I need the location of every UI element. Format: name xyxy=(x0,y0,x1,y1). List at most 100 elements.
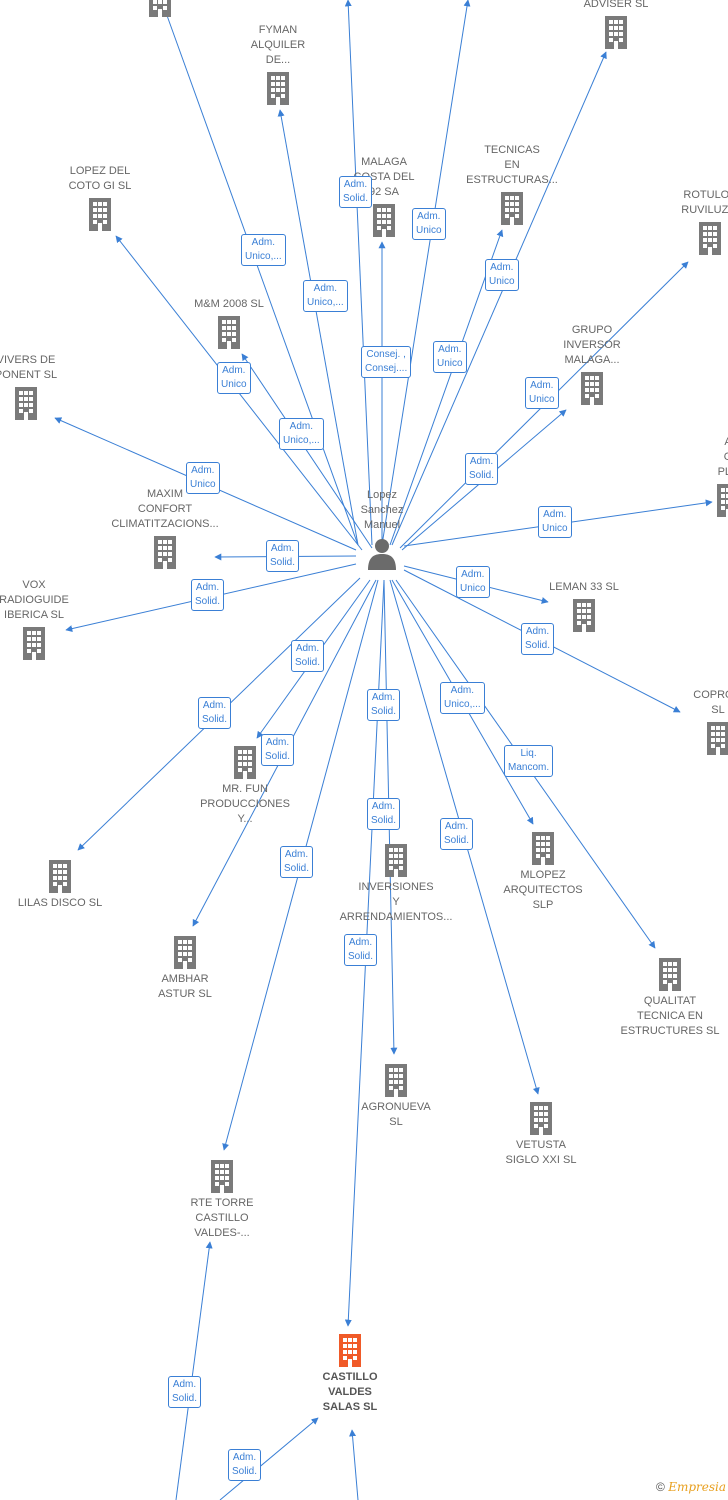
company-node[interactable]: QUALITAT TECNICA EN ESTRUCTURES SL xyxy=(610,954,728,1039)
building-icon xyxy=(336,842,456,878)
company-name: A O PLA xyxy=(717,436,728,478)
company-node[interactable]: A O PLA xyxy=(668,435,728,520)
relation-label[interactable]: Adm. Solid. xyxy=(344,934,378,966)
building-icon xyxy=(658,720,728,756)
building-icon xyxy=(290,1332,410,1368)
company-name: AMBHAR ASTUR SL xyxy=(158,973,212,1000)
relation-edge xyxy=(389,229,504,546)
relation-label[interactable]: Adm. Unico xyxy=(525,377,559,409)
company-name: MR. FUN PRODUCCIONES Y... xyxy=(200,783,290,825)
building-icon xyxy=(0,858,120,894)
relation-label[interactable]: Adm. Solid. xyxy=(440,818,474,850)
company-node[interactable]: LEMAN 33 SL xyxy=(524,580,644,635)
relation-label[interactable]: Adm. Solid. xyxy=(465,453,499,485)
company-node[interactable]: TECNICAS EN ESTRUCTURAS... xyxy=(452,143,572,228)
company-node[interactable]: INVERSIONES Y ARRENDAMIENTOS... xyxy=(336,840,456,925)
building-icon xyxy=(483,830,603,866)
building-icon xyxy=(185,744,305,780)
building-icon xyxy=(650,220,728,256)
company-node[interactable]: ADVISER SL xyxy=(556,0,676,52)
relation-edge xyxy=(391,51,607,546)
company-name: M&M 2008 SL xyxy=(194,298,264,310)
company-name: QUALITAT TECNICA EN ESTRUCTURES SL xyxy=(620,995,720,1037)
company-node[interactable]: COPROM SL xyxy=(658,688,728,758)
company-node[interactable]: ROTULOS RUVILUZ S xyxy=(650,188,728,258)
relation-label[interactable]: Adm. Solid. xyxy=(168,1376,202,1408)
relation-label[interactable]: Adm. Solid. xyxy=(198,697,232,729)
relation-edge xyxy=(349,1429,359,1500)
company-node[interactable]: LILAS DISCO SL xyxy=(0,856,120,911)
credit: © Empresia xyxy=(656,1480,726,1494)
relation-label[interactable]: Liq. Mancom. xyxy=(504,745,554,777)
relation-edge xyxy=(219,1417,319,1500)
relation-label[interactable]: Adm. Unico,... xyxy=(440,682,485,714)
company-node[interactable]: MAXIM CONFORT CLIMATITZACIONS... xyxy=(105,487,225,572)
relation-edge xyxy=(277,109,359,546)
relation-label[interactable]: Adm. Unico,... xyxy=(241,234,286,266)
relation-label[interactable]: Adm. Unico xyxy=(538,506,572,538)
relation-label[interactable]: Adm. Solid. xyxy=(261,734,295,766)
relation-label[interactable]: Adm. Solid. xyxy=(280,846,314,878)
company-name: LEMAN 33 SL xyxy=(549,581,619,593)
company-node[interactable]: RTE TORRE CASTILLO VALDES-... xyxy=(162,1156,282,1241)
company-node[interactable]: VIVERS DE PONENT SL xyxy=(0,353,86,423)
company-node[interactable]: M&M 2008 SL xyxy=(169,297,289,352)
brand-logo: Empresia xyxy=(668,1480,726,1494)
company-node[interactable]: MLOPEZ ARQUITECTOS SLP xyxy=(483,828,603,913)
company-node[interactable]: MALAGA COSTA DEL 92 SA xyxy=(324,155,444,240)
company-node[interactable]: AGRONUEVA SL xyxy=(336,1060,456,1130)
building-icon xyxy=(556,14,676,50)
building-icon xyxy=(125,934,245,970)
company-name: TECNICAS EN ESTRUCTURAS... xyxy=(466,144,558,186)
relation-label[interactable]: Adm. Solid. xyxy=(291,640,325,672)
company-name: FYMAN ALQUILER DE... xyxy=(250,24,306,66)
building-icon xyxy=(524,597,644,633)
company-node[interactable]: FYMAN ALQUILER DE... xyxy=(218,23,338,108)
company-node[interactable]: GRUPO INVERSOR MALAGA... xyxy=(532,323,652,408)
company-node[interactable]: VOX RADIOGUIDE IBERICA SL xyxy=(0,578,94,663)
company-name: COPROM SL xyxy=(693,689,728,716)
relation-label[interactable]: Adm. Solid. xyxy=(191,579,225,611)
relation-label[interactable]: Adm. Solid. xyxy=(228,1449,262,1481)
relation-label[interactable]: Adm. Unico xyxy=(433,341,467,373)
company-name: CASTILLO VALDES SALAS SL xyxy=(322,1371,378,1413)
company-name: AGRONUEVA SL xyxy=(361,1101,431,1128)
person-node[interactable]: Lopez Sanchez Manuel xyxy=(342,488,422,571)
building-icon xyxy=(336,1062,456,1098)
company-node[interactable]: LOPEZ DEL COTO GI SL xyxy=(40,164,160,234)
company-node[interactable]: MR. FUN PRODUCCIONES Y... xyxy=(185,742,305,827)
relation-label[interactable]: Adm. Unico xyxy=(456,566,490,598)
relation-label[interactable]: Adm. Unico xyxy=(186,462,220,494)
relation-label[interactable]: Adm. Unico xyxy=(485,259,519,291)
relation-label[interactable]: Adm. Solid. xyxy=(339,176,373,208)
company-node[interactable] xyxy=(100,0,220,20)
copyright-symbol: © xyxy=(656,1480,665,1494)
relation-label[interactable]: Adm. Solid. xyxy=(367,798,401,830)
building-icon xyxy=(610,956,728,992)
company-name: INVERSIONES Y ARRENDAMIENTOS... xyxy=(339,881,453,923)
relation-label[interactable]: Adm. Solid. xyxy=(521,623,555,655)
relation-label[interactable]: Adm. Solid. xyxy=(367,689,401,721)
company-name: RTE TORRE CASTILLO VALDES-... xyxy=(190,1197,254,1239)
building-icon xyxy=(452,190,572,226)
relation-label[interactable]: Adm. Unico,... xyxy=(279,418,324,450)
relation-label[interactable]: Adm. Unico xyxy=(217,362,251,394)
company-node[interactable]: AMBHAR ASTUR SL xyxy=(125,932,245,1002)
company-name: VETUSTA SIGLO XXI SL xyxy=(505,1139,577,1166)
building-icon xyxy=(481,1100,601,1136)
relation-label[interactable]: Adm. Unico,... xyxy=(303,280,348,312)
relation-label[interactable]: Consej. , Consej.... xyxy=(361,346,412,378)
relation-edge xyxy=(163,9,359,546)
main-company-node[interactable]: CASTILLO VALDES SALAS SL xyxy=(290,1330,410,1415)
company-node[interactable]: VETUSTA SIGLO XXI SL xyxy=(481,1098,601,1168)
building-icon xyxy=(100,0,220,18)
relation-edge xyxy=(381,0,471,546)
company-name: LILAS DISCO SL xyxy=(17,897,103,909)
building-icon xyxy=(162,1158,282,1194)
relation-label[interactable]: Adm. Solid. xyxy=(266,540,300,572)
company-name: MLOPEZ ARQUITECTOS SLP xyxy=(503,869,583,911)
company-name: LOPEZ DEL COTO GI SL xyxy=(68,165,132,192)
relation-label[interactable]: Adm. Unico xyxy=(412,208,446,240)
person-icon xyxy=(368,539,396,570)
building-icon xyxy=(169,314,289,350)
